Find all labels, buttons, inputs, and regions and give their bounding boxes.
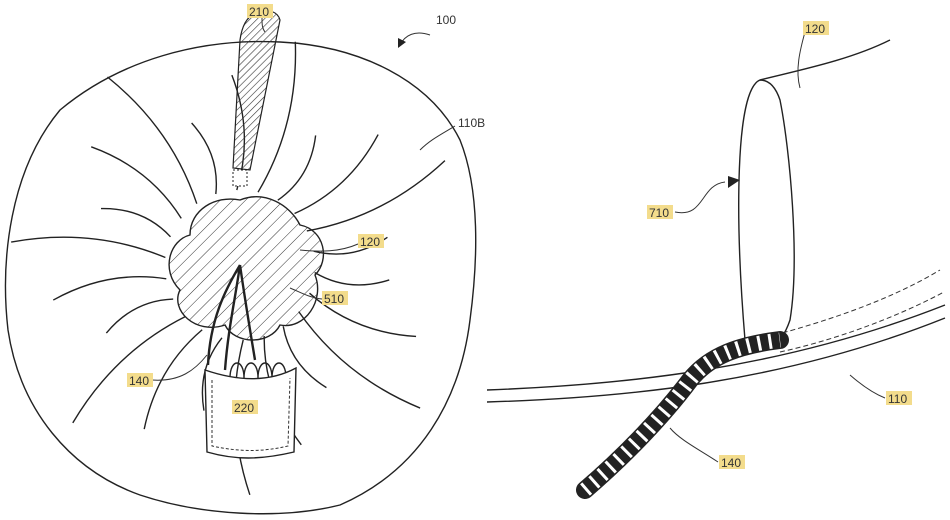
leader-710 xyxy=(674,181,726,214)
fold-line xyxy=(143,329,203,430)
fold-line xyxy=(90,146,182,219)
leader-140 xyxy=(151,354,208,381)
leader-110B xyxy=(419,125,456,151)
label-210: 210 xyxy=(249,5,269,19)
label-120-right: 120 xyxy=(805,22,825,36)
arrow-head-icon xyxy=(398,38,406,48)
leader-210 xyxy=(261,17,266,33)
leader-120 xyxy=(299,243,359,252)
fold-line xyxy=(72,315,186,424)
arrow-100 xyxy=(399,32,431,46)
leader-120-right xyxy=(797,31,806,89)
fold-line xyxy=(309,292,417,338)
fold-line xyxy=(282,326,327,389)
left-figure-bag xyxy=(4,9,477,515)
label-110B: 110B xyxy=(458,116,485,130)
label-120: 120 xyxy=(360,235,380,249)
fold-line xyxy=(294,134,379,215)
leader-140-right xyxy=(669,427,719,463)
bag-outline xyxy=(4,40,477,515)
base-edge-top xyxy=(486,304,946,391)
label-220: 220 xyxy=(234,401,254,415)
fold-line xyxy=(277,135,317,201)
fold-line xyxy=(52,276,167,301)
fold-line xyxy=(306,160,446,232)
leader-110 xyxy=(849,374,886,399)
right-figure-detail xyxy=(486,31,946,499)
fold-line xyxy=(314,271,390,286)
arrow-head-icon xyxy=(728,176,740,188)
panel-edge xyxy=(759,39,891,81)
fold-line xyxy=(100,207,172,238)
strap xyxy=(232,9,281,171)
fold-line xyxy=(107,76,198,204)
label-710: 710 xyxy=(649,206,669,220)
loop-710 xyxy=(738,79,795,352)
strap-buckle xyxy=(232,169,248,187)
cables xyxy=(206,264,257,371)
pocket-stitching xyxy=(211,377,291,451)
cable-hidden-lines xyxy=(774,269,945,353)
fold-line xyxy=(105,298,174,334)
label-110: 110 xyxy=(888,392,907,406)
reference-labels: 210 100 110B 120 510 140 220 120 710 110… xyxy=(127,4,912,470)
fold-line xyxy=(298,311,421,409)
cable-140-outline xyxy=(576,331,789,499)
center-panel-hatched xyxy=(168,196,325,341)
fold-line xyxy=(191,122,218,195)
fold-line xyxy=(257,41,297,193)
label-140-right: 140 xyxy=(721,456,741,470)
fold-line xyxy=(11,236,166,259)
label-140: 140 xyxy=(129,374,149,388)
leader-510 xyxy=(289,287,323,300)
label-100: 100 xyxy=(436,13,456,27)
base-edge-bottom xyxy=(486,317,946,403)
label-510: 510 xyxy=(324,292,344,306)
